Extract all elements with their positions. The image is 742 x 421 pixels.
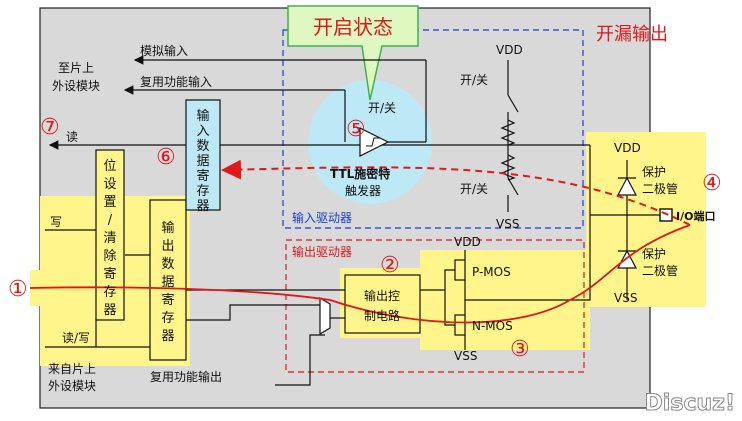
protect-bottom-line2: 二极管 (642, 263, 678, 278)
title-text: 开启状态 (313, 15, 393, 39)
readback-signal-path (221, 159, 691, 226)
output-signal-path (29, 224, 691, 324)
switch-bottom-label: 开/关 (460, 182, 488, 196)
input-driver-box (282, 29, 584, 229)
marker-4: ④ (702, 171, 722, 196)
protect-top-line2: 二极管 (642, 181, 678, 196)
reg-indata-char: 寄 (196, 168, 209, 184)
reg-indata-char: 据 (196, 154, 209, 169)
reg-bitset-char: 器 (103, 303, 116, 318)
alt-func-output-label: 复用功能输出 (150, 369, 222, 384)
pull-resistors (500, 119, 516, 181)
write-label: 写 (50, 215, 62, 229)
marker-3: ③ (510, 337, 530, 362)
svg-text:⑤: ⑤ (346, 117, 366, 142)
ttl-line2: 触发器 (345, 183, 381, 198)
reg-outdata-char: 数 (161, 257, 174, 272)
reg-bitset-char: 设 (103, 177, 116, 192)
reg-bitset-char: 位 (103, 159, 116, 174)
output-control-line1: 输出控 (364, 288, 400, 303)
output-driver-label: 输出驱动器 (292, 244, 352, 259)
schmitt-switch-label: 开/关 (368, 101, 396, 115)
reg-bitset-char: 置 (103, 195, 116, 210)
reg-outdata-char: 输 (161, 220, 174, 236)
title-callout: 开启状态 (287, 5, 419, 101)
marker-6: ⑥ (156, 145, 176, 170)
switch-top-label: 开/关 (460, 73, 488, 87)
alt-func-input-label: 复用功能输入 (140, 74, 212, 89)
watermark: Discuz! (645, 391, 735, 416)
marker-7: ⑦ (40, 115, 60, 140)
nmos-label: N-MOS (472, 319, 513, 333)
io-port-pin (659, 208, 673, 222)
reg-outdata-char: 寄 (161, 292, 174, 308)
reg-indata-char: 存 (196, 184, 209, 199)
vss-diode-label: VSS (614, 291, 637, 305)
switch-contacts (507, 94, 519, 196)
svg-text:③: ③ (510, 337, 530, 362)
marker-1: ① (8, 277, 28, 302)
reg-outdata-char: 存 (161, 311, 174, 326)
protect-bottom-line1: 保护 (642, 247, 666, 261)
analog-input-label: 模拟输入 (140, 43, 188, 58)
vdd-top-label: VDD (496, 43, 523, 57)
bit-set-reset-register (95, 149, 125, 321)
svg-text:②: ② (380, 253, 400, 278)
svg-text:⑦: ⑦ (40, 115, 60, 140)
reg-indata-char: 数 (196, 139, 209, 154)
schmitt-trigger-symbol (359, 127, 390, 157)
reg-outdata-char: 出 (161, 239, 174, 254)
vdd-mos-label: VDD (454, 235, 481, 249)
io-port-label: I/O端口 (676, 209, 715, 223)
vss-top-label: VSS (496, 217, 519, 231)
vdd-diode-label: VDD (614, 141, 641, 155)
read-label: 读 (66, 130, 78, 144)
from-peripheral-line1: 来自片上 (48, 362, 96, 376)
output-control-line2: 制电路 (364, 308, 400, 323)
reg-indata-char: 输 (196, 108, 209, 124)
output-driver-box (285, 239, 585, 373)
svg-text:⑥: ⑥ (156, 145, 176, 170)
from-peripheral-line2: 外设模块 (48, 379, 96, 393)
pmos-label: P-MOS (472, 265, 511, 279)
mode-label: 开漏输出 (596, 24, 668, 45)
reg-outdata-char: 器 (161, 329, 174, 344)
reg-bitset-char: 清 (103, 231, 116, 246)
wiring (45, 55, 660, 386)
vss-mos-label: VSS (454, 349, 477, 363)
reg-bitset-char: 寄 (103, 266, 116, 282)
svg-text:①: ① (8, 277, 28, 302)
protect-top-line1: 保护 (642, 165, 666, 179)
reg-bitset-char: / (108, 213, 113, 228)
to-peripheral-line2: 外设模块 (52, 79, 100, 93)
mos-transistors (454, 259, 466, 336)
marker-2: ② (380, 253, 400, 278)
ttl-line1: TTL施密特 (330, 166, 390, 181)
input-data-register (185, 99, 221, 211)
output-control-circuit (344, 274, 421, 334)
reg-outdata-char: 据 (161, 275, 174, 290)
reg-indata-char: 器 (196, 199, 209, 214)
reg-bitset-char: 除 (103, 249, 116, 264)
reg-bitset-char: 存 (103, 285, 116, 300)
input-driver-label: 输入驱动器 (292, 210, 352, 225)
reg-indata-char: 入 (196, 124, 209, 139)
output-mux (319, 296, 331, 336)
svg-text:④: ④ (702, 171, 722, 196)
output-data-register (149, 199, 187, 361)
read-write-label: 读/写 (62, 331, 90, 345)
to-peripheral-line1: 至片上 (58, 61, 94, 75)
protection-diodes (617, 176, 637, 269)
marker-5: ⑤ (346, 117, 366, 142)
